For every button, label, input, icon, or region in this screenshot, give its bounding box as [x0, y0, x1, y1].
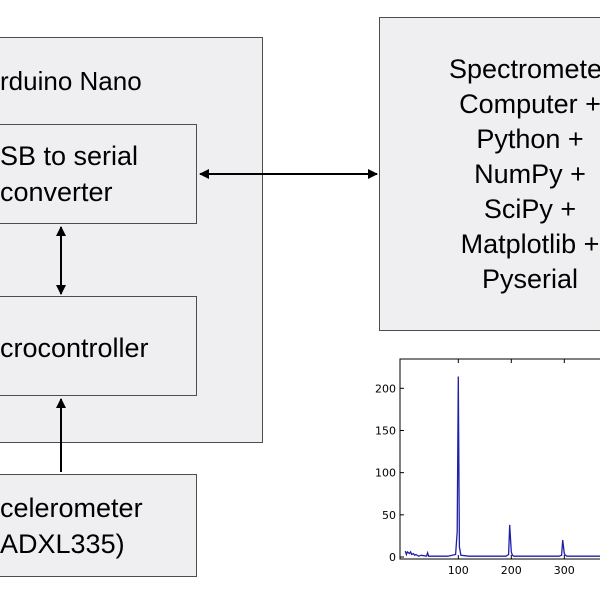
computer-label-line: Computer +: [459, 89, 600, 119]
computer-label-line: Python +: [476, 124, 584, 154]
computer-label-line: NumPy +: [474, 159, 586, 189]
y-tick-label: 50: [382, 509, 396, 522]
computer-block: [379, 17, 600, 331]
y-tick-label: 100: [375, 467, 396, 480]
arduino-nano-label: rduino Nano: [0, 66, 142, 96]
x-tick-label: 100: [448, 564, 469, 577]
usb-converter-label-line1: SB to serial: [0, 141, 139, 171]
x-tick-label: 200: [501, 564, 522, 577]
y-tick-label: 150: [375, 424, 396, 437]
plot-axes: 0 50 100 150 200 100 200 300: [375, 359, 575, 577]
accelerometer-label-line2: ADXL335): [0, 529, 125, 559]
microcontroller-label: crocontroller: [0, 333, 149, 363]
usb-converter-label-line2: converter: [0, 177, 113, 207]
spectrum-series-line: [404, 376, 600, 557]
microcontroller-block: [0, 296, 197, 396]
usb-serial-converter-block: [0, 124, 197, 224]
y-tick-label: 0: [389, 551, 396, 564]
accelerometer-block: [0, 474, 197, 577]
computer-label-line: Pyserial: [481, 264, 579, 294]
x-tick-label: 300: [554, 564, 575, 577]
computer-label-line: SciPy +: [483, 194, 577, 224]
computer-label-line: Spectrometer: [448, 54, 600, 84]
y-tick-label: 200: [375, 382, 396, 395]
computer-label-line: Matplotlib +: [460, 229, 600, 259]
plot-frame: [399, 358, 600, 560]
accelerometer-label-line1: celerometer: [0, 493, 143, 523]
